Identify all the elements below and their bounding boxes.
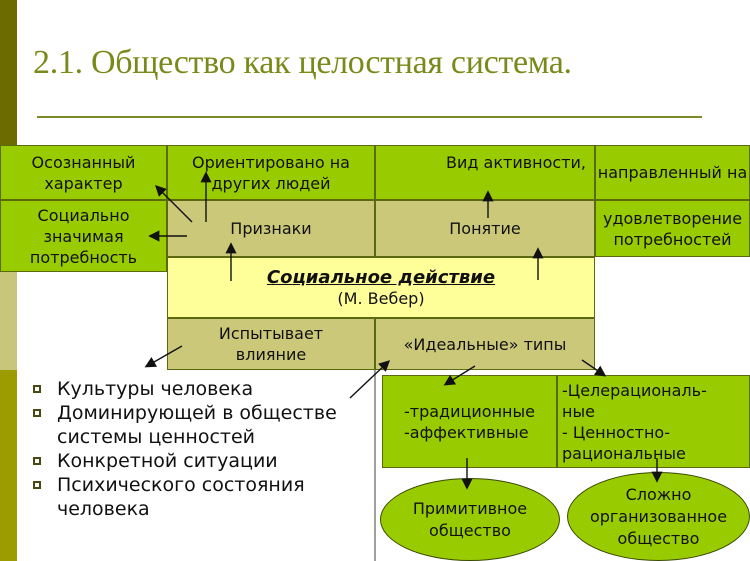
list-item-text: Психического состояния человека xyxy=(57,474,305,520)
list-item-text: Конкретной ситуации xyxy=(57,450,278,472)
cell-concept: Понятие xyxy=(375,200,595,257)
core-title: Социальное действие xyxy=(266,266,496,288)
oval-primitive-society: Примитивное общество xyxy=(380,478,560,561)
vertical-divider xyxy=(374,370,376,561)
cell-text: Осознанный характер xyxy=(31,152,136,193)
cell-text: направленный на xyxy=(597,163,748,182)
cell-socially-significant-need: Социально значимая потребность xyxy=(0,200,167,272)
list-item-text: Культуры человека xyxy=(57,378,254,400)
cell-oriented-on-others: Ориентировано на других людей xyxy=(167,145,375,200)
slide-title: 2.1. Общество как целостная система. xyxy=(33,44,572,81)
cell-activity-type: Вид активности, xyxy=(375,145,595,200)
cell-text: Испытывает влияние xyxy=(218,324,324,364)
cell-influenced-by: Испытывает влияние xyxy=(167,318,375,370)
oval-text: Примитивное общество xyxy=(412,498,528,540)
cell-text: «Идеальные» типы xyxy=(403,334,567,354)
sidebar-accent-top xyxy=(0,0,17,145)
oval-text: Сложно организованное общество xyxy=(589,484,728,548)
types-rational: -Целерациональ- ные - Ценностно- рациона… xyxy=(557,375,750,468)
cell-text: Признаки xyxy=(230,219,312,238)
cell-text: Ориентировано на других людей xyxy=(192,152,350,193)
cell-directed-on: направленный на xyxy=(595,145,750,200)
oval-complex-society: Сложно организованное общество xyxy=(567,472,750,561)
types-traditional-affective: -традиционные -аффективные xyxy=(382,375,557,468)
list-item-text: Доминирующей в обществе системы ценносте… xyxy=(57,402,337,448)
square-bullet-icon xyxy=(33,409,41,417)
influences-list: Культуры человека Доминирующей в обществ… xyxy=(30,377,375,521)
core-social-action: Социальное действие (М. Вебер) xyxy=(167,257,595,318)
cell-text: Вид активности, xyxy=(446,153,586,172)
cell-text: -Целерациональ- ные - Ценностно- рациона… xyxy=(562,380,707,463)
list-item: Конкретной ситуации xyxy=(30,449,375,473)
cell-text: Понятие xyxy=(449,219,521,238)
core-author: (М. Вебер) xyxy=(337,288,425,308)
list-item: Культуры человека xyxy=(30,377,375,401)
sidebar-accent-middle xyxy=(0,255,17,370)
sidebar-accent-bottom xyxy=(0,370,17,561)
cell-ideal-types: «Идеальные» типы xyxy=(375,318,595,370)
cell-text: удовлетворение потребностей xyxy=(602,208,743,249)
cell-need-satisfaction: удовлетворение потребностей xyxy=(595,200,750,257)
cell-text: Социально значимая потребность xyxy=(29,205,138,267)
square-bullet-icon xyxy=(33,481,41,489)
title-underline xyxy=(37,116,702,118)
cell-features: Признаки xyxy=(167,200,375,257)
cell-text: -традиционные -аффективные xyxy=(404,401,535,442)
square-bullet-icon xyxy=(33,385,41,393)
cell-conscious-character: Осознанный характер xyxy=(0,145,167,200)
square-bullet-icon xyxy=(33,457,41,465)
list-item: Психического состояния человека xyxy=(30,473,375,521)
list-item: Доминирующей в обществе системы ценносте… xyxy=(30,401,375,449)
